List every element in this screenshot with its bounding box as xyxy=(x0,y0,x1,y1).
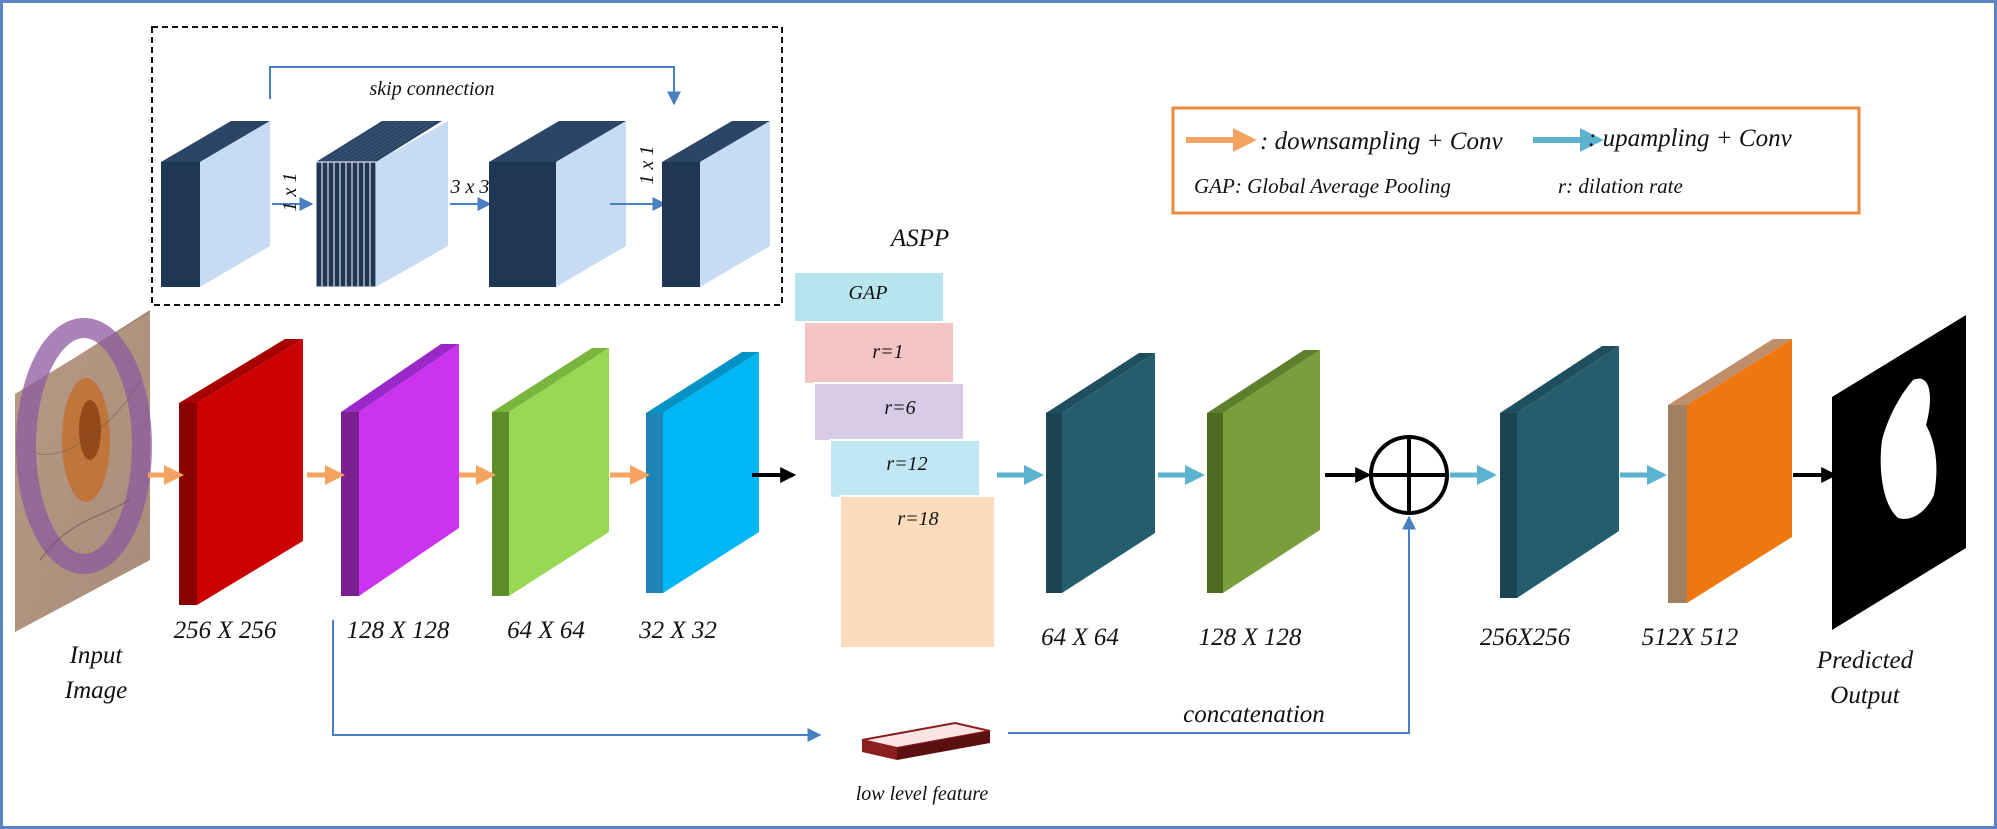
encoder-size-2: 128 X 128 xyxy=(347,617,450,644)
encoder-size-1: 256 X 256 xyxy=(174,617,277,644)
decoder-size-3: 256X256 xyxy=(1480,624,1571,651)
svg-text:r=1: r=1 xyxy=(872,341,903,363)
encoder-size-3: 64 X 64 xyxy=(507,617,585,644)
concatenation-label: concatenation xyxy=(1183,701,1325,728)
conv-label-1: 1 x 1 xyxy=(279,173,301,212)
encoder-block-3 xyxy=(492,348,609,596)
skip-block-border xyxy=(151,26,783,306)
concat-connector xyxy=(1008,515,1416,734)
encoder-block-4 xyxy=(646,352,759,593)
output-label-line1: Predicted xyxy=(1816,647,1914,674)
svg-text:r=18: r=18 xyxy=(897,508,938,530)
predicted-output-mask xyxy=(1832,315,1966,630)
skip-block-1 xyxy=(161,121,270,287)
decoder-block-2 xyxy=(1207,350,1320,593)
skip-connection-label: skip connection xyxy=(370,78,495,100)
aspp-layer-r1: r=1 xyxy=(803,321,955,385)
concat-operator-icon xyxy=(1369,435,1449,515)
aspp-layer-r12: r=12 xyxy=(829,439,981,499)
decoder-block-4 xyxy=(1668,339,1792,603)
encoder-size-4: 32 X 32 xyxy=(638,617,717,644)
downsampling-legend-label: : downsampling + Conv xyxy=(1260,128,1503,155)
aspp-stack: GAP r=1 r=6 r=12 r=18 xyxy=(793,271,996,649)
aspp-layer-r18: r=18 xyxy=(839,495,996,649)
legend-border xyxy=(1171,106,1861,215)
aspp-layer-r6: r=6 xyxy=(813,382,965,442)
gap-legend-label: GAP: Global Average Pooling xyxy=(1194,174,1451,198)
skip-connection-block: skip connection 1 x 1 3 x 3 1 x 1 xyxy=(151,26,783,306)
decoder-block-1 xyxy=(1046,353,1155,593)
svg-text:r=6: r=6 xyxy=(884,397,915,419)
aspp-title: ASPP xyxy=(889,225,949,252)
conv-label-2: 3 x 3 xyxy=(450,176,490,198)
encoder-block-1 xyxy=(179,339,303,605)
low-level-feature-block xyxy=(861,721,991,760)
skip-block-2 xyxy=(315,121,448,288)
svg-text:r=12: r=12 xyxy=(886,453,927,475)
conv-label-3: 1 x 1 xyxy=(636,146,658,185)
input-label-line2: Image xyxy=(64,677,127,704)
decoder-size-4: 512X 512 xyxy=(1642,624,1739,651)
svg-text:GAP: GAP xyxy=(849,282,888,304)
skip-connection-arrow xyxy=(269,66,681,106)
decoder-size-1: 64 X 64 xyxy=(1041,624,1119,651)
skip-block-4 xyxy=(662,121,770,287)
legend: : downsampling + Conv : upampling + Conv… xyxy=(1171,106,1861,215)
decoder-block-3 xyxy=(1500,346,1619,598)
encoder-block-2 xyxy=(341,344,459,596)
low-level-connector xyxy=(332,620,822,742)
skip-block-3 xyxy=(489,121,626,287)
upsampling-legend-label: : upampling + Conv xyxy=(1588,125,1793,152)
decoder-size-2: 128 X 128 xyxy=(1199,624,1302,651)
dilation-legend-label: r: dilation rate xyxy=(1558,174,1683,198)
low-level-feature-label: low level feature xyxy=(856,783,989,805)
input-image xyxy=(15,310,152,632)
input-label-line1: Input xyxy=(69,642,124,669)
aspp-layer-gap: GAP xyxy=(793,271,945,324)
output-label-line2: Output xyxy=(1830,682,1901,709)
